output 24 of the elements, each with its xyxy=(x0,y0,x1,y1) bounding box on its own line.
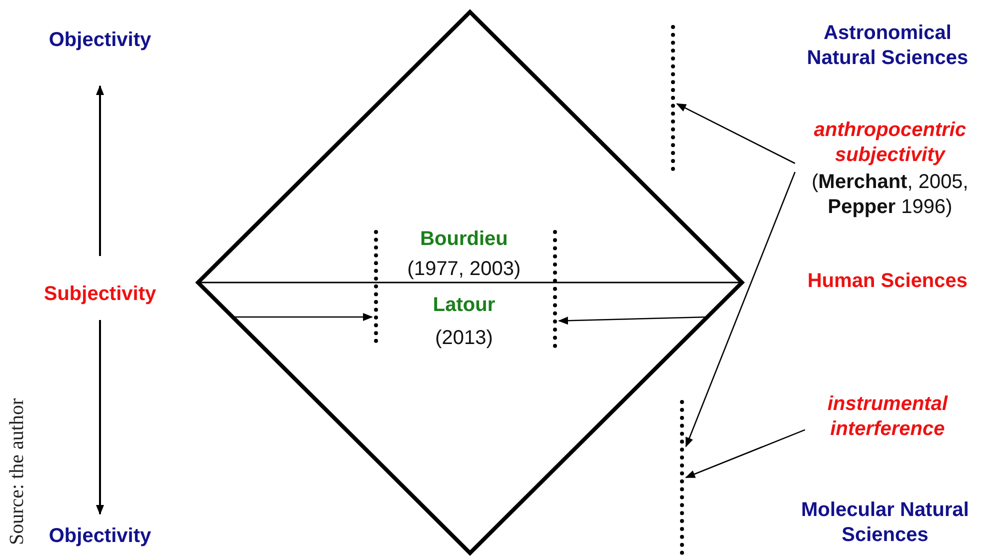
axis-label: Objectivity xyxy=(30,524,170,552)
author-name: Bourdieu xyxy=(419,227,509,252)
author-name: Latour xyxy=(432,293,496,318)
category-label: Astronomical Natural Sciences xyxy=(806,21,970,71)
annotation-text: anthropocentric subjectivity xyxy=(812,118,968,168)
arrow xyxy=(96,320,104,515)
dotted-line xyxy=(553,230,557,348)
annotation-text: instrumental interference xyxy=(805,392,970,446)
axis-label: Objectivity xyxy=(30,28,170,56)
arrow xyxy=(685,172,796,448)
citation-text: (Merchant, 2005, Pepper 1996) xyxy=(810,170,970,220)
dotted-line xyxy=(680,400,684,555)
diamond-shape xyxy=(196,10,744,555)
dotted-line xyxy=(671,25,675,171)
arrow xyxy=(685,429,806,478)
source-note: Source: the author xyxy=(5,397,29,545)
year-citation: (2013) xyxy=(434,326,494,351)
category-label: Molecular Natural Sciences xyxy=(800,498,970,548)
arrow xyxy=(676,103,796,164)
category-label: Human Sciences xyxy=(806,269,969,294)
axis-label: Subjectivity xyxy=(30,282,170,310)
arrow xyxy=(96,85,104,256)
dotted-line xyxy=(374,230,378,343)
year-citation: (1977, 2003) xyxy=(406,257,522,282)
